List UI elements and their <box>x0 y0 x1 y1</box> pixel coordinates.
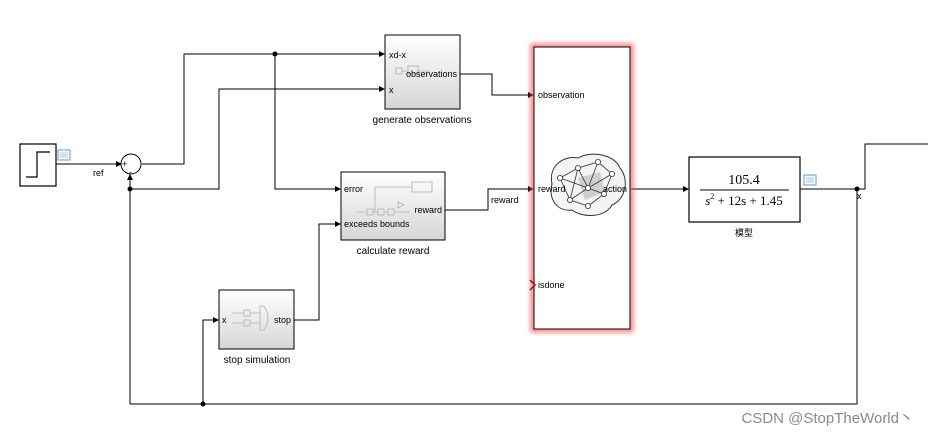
stop-simulation-caption: stop simulation <box>224 355 291 366</box>
tf-denominator: s2 + 12s + 1.45 <box>705 192 783 208</box>
subsystem-inner-icon <box>356 181 433 216</box>
calc-reward-out-reward: reward <box>414 205 442 215</box>
ref-signal-label: ref <box>93 168 104 178</box>
sum-plus-sign: + <box>122 159 127 169</box>
sum-block[interactable]: + - <box>120 153 142 177</box>
reward-signal-label: reward <box>491 195 519 205</box>
scope-icon[interactable] <box>803 174 817 186</box>
stop-simulation-block[interactable]: x stop <box>218 289 295 350</box>
gen-obs-out-observations: observations <box>406 69 458 79</box>
agent-in-isdone: isdone <box>538 280 565 290</box>
x-signal-label: x <box>857 191 862 201</box>
calculate-reward-caption: calculate reward <box>357 246 430 257</box>
stop-sim-in-x: x <box>222 315 227 325</box>
trigger-port-icon <box>529 279 537 291</box>
gen-obs-in-xd-x: xd-x <box>389 50 407 60</box>
neural-network-icon <box>550 153 626 216</box>
step-source-block[interactable] <box>19 143 57 187</box>
tf-numerator: 105.4 <box>728 173 760 188</box>
stop-sim-out-stop: stop <box>274 315 291 325</box>
signal-wires <box>56 51 928 407</box>
subsystem-inner-icon <box>232 305 269 331</box>
calculate-reward-block[interactable]: error exceeds bounds reward <box>340 171 446 241</box>
generate-observations-block[interactable]: xd-x x observations <box>384 34 461 110</box>
plant-caption: 模型 <box>735 228 753 238</box>
agent-in-reward: reward <box>538 184 566 194</box>
subsystem-inner-icon <box>395 65 430 75</box>
generate-observations-caption: generate observations <box>373 115 472 126</box>
scope-icon[interactable] <box>57 149 71 161</box>
rl-agent-block[interactable]: observation reward isdone action <box>529 43 634 333</box>
gen-obs-in-x: x <box>389 85 394 95</box>
agent-in-observation: observation <box>538 90 585 100</box>
sum-minus-sign: - <box>129 167 132 177</box>
calc-reward-in-exceeds-bounds: exceeds bounds <box>344 219 410 229</box>
agent-out-action: action <box>603 184 627 194</box>
plant-transfer-function-block[interactable]: 105.4 s2 + 12s + 1.45 <box>688 156 801 223</box>
watermark: CSDN @StopTheWorld丶 <box>741 410 914 427</box>
calc-reward-in-error: error <box>344 184 363 194</box>
